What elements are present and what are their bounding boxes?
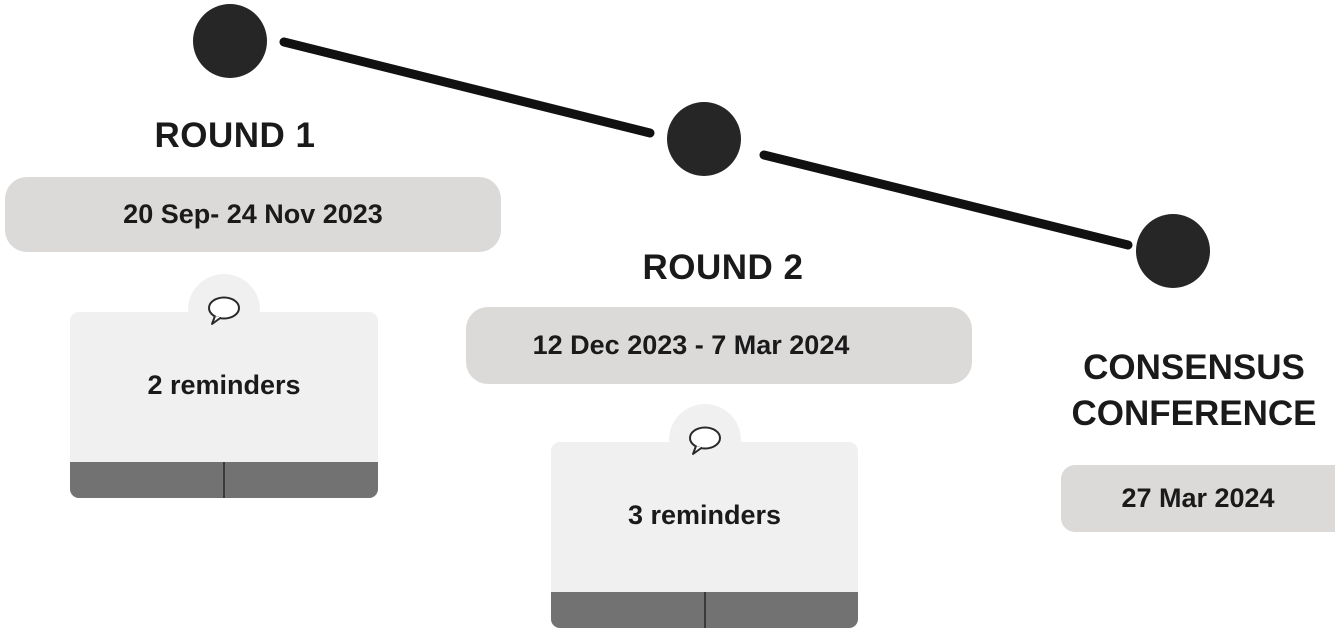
round-1-card-footer — [70, 462, 378, 498]
milestone-round-2-dot — [667, 102, 741, 176]
speech-bubble-icon — [689, 426, 721, 455]
round-1-date-pill: 20 Sep- 24 Nov 2023 — [5, 177, 501, 252]
round-1-reminder-card: 2 reminders — [70, 274, 378, 498]
consensus-date-pill: 27 Mar 2024 — [1061, 465, 1335, 532]
round-2-dates: 12 Dec 2023 - 7 Mar 2024 — [532, 330, 850, 360]
timeline-segment-2 — [759, 150, 1133, 250]
milestone-round-1-dot — [193, 4, 267, 78]
consensus-conference-title: CONSENSUS CONFERENCE — [1054, 345, 1334, 437]
round-2-card-footer — [551, 592, 858, 628]
timeline-segment-1 — [279, 37, 655, 138]
round-2-card-footer-right — [703, 592, 859, 628]
round-2-reminders: 3 reminders — [627, 500, 782, 530]
round-2-reminder-card: 3 reminders — [551, 404, 858, 628]
round-2-title: ROUND 2 — [642, 248, 804, 287]
round-2-card-footer-left — [551, 592, 704, 628]
milestone-consensus-dot — [1136, 214, 1210, 288]
consensus-title-line-1: CONSENSUS — [1083, 348, 1305, 387]
consensus-title-line-2: CONFERENCE — [1071, 394, 1317, 433]
consensus-date: 27 Mar 2024 — [1121, 483, 1275, 513]
round-1-reminders: 2 reminders — [147, 370, 301, 400]
round-2-date-pill: 12 Dec 2023 - 7 Mar 2024 — [466, 307, 972, 384]
speech-bubble-icon — [208, 296, 240, 325]
round-1-card-footer-left — [70, 462, 223, 498]
round-1-dates: 20 Sep- 24 Nov 2023 — [123, 199, 383, 229]
round-1-card-footer-right — [223, 462, 378, 498]
round-1-title: ROUND 1 — [154, 116, 316, 155]
